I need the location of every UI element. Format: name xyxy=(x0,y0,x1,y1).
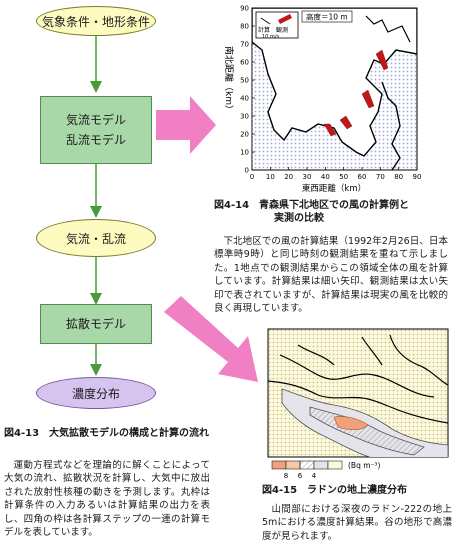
diffusion-model-box: 拡散モデル xyxy=(40,304,152,344)
y-tick-label: 20 xyxy=(240,131,249,139)
y-tick-label: 10 xyxy=(240,149,249,157)
x-tick-label: 10 xyxy=(266,173,275,181)
fig14-caption-line2: 実測の比較 xyxy=(274,212,324,224)
pink-arrow-to-fig14 xyxy=(156,96,216,154)
ridge-line xyxy=(268,380,448,424)
x-tick-label: 50 xyxy=(339,173,348,181)
map-coast-east xyxy=(381,81,401,170)
obs-wind-arrow xyxy=(375,49,389,71)
legend-obs-arrow xyxy=(278,14,292,24)
pink-arrow-to-fig15 xyxy=(164,296,258,382)
y-tick-label: 60 xyxy=(240,59,249,67)
ridge-line xyxy=(279,354,435,398)
x-tick-label: 40 xyxy=(321,173,330,181)
ridge-line xyxy=(361,336,383,366)
x-tick-label: 30 xyxy=(303,173,312,181)
scale-value-6: 6 xyxy=(298,472,303,479)
map-xlabel: 東西距離（km） xyxy=(302,183,366,194)
radon-map-figure: 8 6 4 (Bq m⁻³) xyxy=(267,328,449,479)
fig14-caption-line1: 図4-14 青森県下北地区での風の計算例と xyxy=(214,200,410,211)
obs-wind-arrow xyxy=(323,123,337,137)
legend-calc-arrow xyxy=(260,17,271,25)
fig13-caption: 図4-13 大気拡散モデルの構成と計算の流れ xyxy=(4,428,210,439)
obs-wind-arrow xyxy=(339,115,353,130)
fig13-description: 運動方程式などを理論的に解くことによって大気の流れ、拡散状況を計算し、大気中に放… xyxy=(4,460,210,539)
y-tick-label: 40 xyxy=(240,95,249,103)
turbulence-model-label: 乱流モデル xyxy=(65,133,126,147)
map-coast-north xyxy=(365,15,411,43)
height-label: 高度＝10 m xyxy=(306,12,348,22)
flow-connectors xyxy=(90,36,102,376)
y-tick-label: 90 xyxy=(240,5,249,13)
radon-contour-high xyxy=(333,416,369,431)
legend-calc-label: 計算 xyxy=(258,26,270,34)
concentration-result: 濃度分布 xyxy=(36,377,156,409)
map-axis-ticks xyxy=(251,7,418,171)
height-label-box xyxy=(301,10,353,23)
fig14-caption: 図4-14 青森県下北地区での風の計算例と 実測の比較 xyxy=(214,200,450,225)
obs-wind-arrow xyxy=(361,89,375,109)
pink-arrows xyxy=(156,96,258,382)
y-tick-label: 50 xyxy=(240,77,249,85)
x-tick-label: 60 xyxy=(358,173,367,181)
x-tick-label: 90 xyxy=(413,173,422,181)
ridge-line xyxy=(297,344,335,366)
legend-speed-label: 10 m/s xyxy=(262,34,280,40)
wind-map-figure: 南北距離（km） 計算 観測 10 m/s 高度＝10 m 0 10 20 30 40 5… xyxy=(223,5,422,195)
ridge-line xyxy=(389,334,448,386)
map-ylabel: 南北距離（km） xyxy=(223,46,235,114)
fig15-description: 山間部における深夜のラドン-222の地上5mにおける濃度計算結果。谷の地形で高濃… xyxy=(262,504,452,542)
airflow-model-label: 気流モデル xyxy=(65,112,126,127)
airflow-result: 気流・乱流 xyxy=(36,219,156,257)
scale-value-4: 4 xyxy=(312,472,317,479)
y-tick-label: 70 xyxy=(240,41,249,49)
scale-unit: (Bq m⁻³) xyxy=(348,461,380,470)
legend-obs-label: 観測 xyxy=(276,26,288,34)
y-tick-label: 30 xyxy=(240,113,249,121)
airflow-turbulence-model-box: 気流モデル 乱流モデル xyxy=(40,96,152,164)
x-tick-label: 70 xyxy=(376,173,385,181)
radon-color-scale xyxy=(271,460,343,470)
y-tick-label: 80 xyxy=(240,23,249,31)
fig15-caption: 図4-15 ラドンの地上濃度分布 xyxy=(262,485,408,496)
x-tick-label: 0 xyxy=(250,173,254,181)
y-tick-label: 0 xyxy=(245,167,249,175)
scale-value-8: 8 xyxy=(284,472,288,479)
x-tick-label: 80 xyxy=(394,173,403,181)
weather-terrain-input: 気象条件・地形条件 xyxy=(36,6,156,36)
x-tick-label: 20 xyxy=(284,173,293,181)
fig14-description: 下北地区での風の計算結果（1992年2月26日、日本標準時9時）と同じ時刻の観測… xyxy=(214,236,448,315)
